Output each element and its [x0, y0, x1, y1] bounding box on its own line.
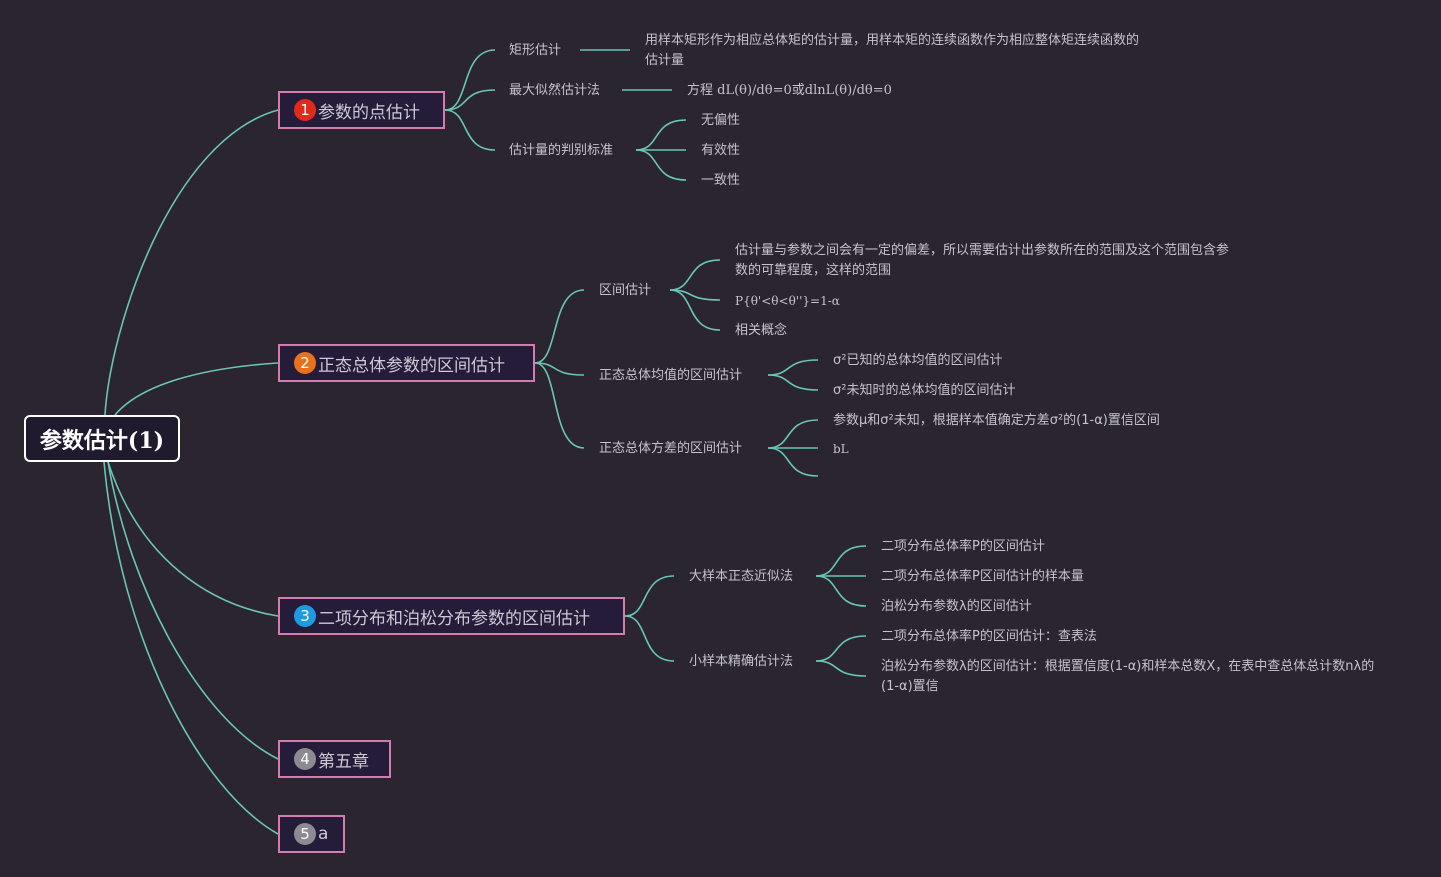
branch-label: 参数的点估计	[318, 102, 420, 123]
topic-large-sample[interactable]: 大样本正态近似法	[689, 569, 794, 584]
branch-connector	[635, 119, 687, 151]
branch-connector	[815, 660, 867, 677]
topic-interval-desc[interactable]: 估计量与参数之间会有一定的偏差，所以需要估计出参数所在的范围及这个范围包含参数的…	[735, 243, 1230, 278]
topic-poisson-table[interactable]: 泊松分布参数λ的区间估计：根据置信度(1-α)和样本总数X，在表中查总体总计数n…	[881, 659, 1375, 694]
branch-connector	[534, 362, 585, 449]
root-connector	[107, 461, 279, 760]
topic-variance-interval[interactable]: 参数μ和σ²未知，根据样本值确定方差σ²的(1-α)置信区间	[833, 413, 1160, 428]
branch-connector	[534, 362, 585, 376]
branch-connector	[534, 289, 585, 364]
topic-poisson-interval[interactable]: 泊松分布参数λ的区间估计	[881, 599, 1032, 614]
root-connector	[104, 109, 279, 416]
branch-connector	[815, 575, 867, 607]
topic-moment-estimation-desc[interactable]: 用样本矩形作为相应总体矩的估计量，用样本矩的连续函数作为相应整体矩连续函数的估计…	[645, 33, 1140, 68]
badge-3: 3	[294, 605, 316, 627]
branch-connector	[669, 289, 721, 331]
branch-connector	[624, 575, 675, 617]
badge-2: 2	[294, 352, 316, 374]
branch-label: a	[318, 824, 329, 844]
topic-mean-sigma-known[interactable]: σ²已知的总体均值的区间估计	[833, 353, 1003, 368]
topic-bl[interactable]: bL	[833, 442, 849, 456]
topic-mean-sigma-unknown[interactable]: σ²未知时的总体均值的区间估计	[833, 383, 1016, 398]
badge-5: 5	[294, 823, 316, 845]
branch-label: 正态总体参数的区间估计	[318, 355, 505, 376]
topic-small-sample[interactable]: 小样本精确估计法	[689, 654, 794, 669]
topic-efficiency[interactable]: 有效性	[701, 143, 741, 158]
badge-1: 1	[294, 99, 316, 121]
branch-label: 二项分布和泊松分布参数的区间估计	[318, 608, 590, 629]
root-topic-label: 参数估计(1)	[39, 427, 165, 454]
branch-point-estimation[interactable]: 1 参数的点估计	[278, 91, 445, 129]
branch-connector	[444, 49, 496, 111]
topic-binomial-sample-size[interactable]: 二项分布总体率P区间估计的样本量	[881, 569, 1084, 584]
branch-chapter-five[interactable]: 4 第五章	[278, 740, 391, 778]
branch-connector	[767, 447, 819, 477]
branch-label: 第五章	[318, 751, 369, 772]
root-connector	[103, 461, 279, 835]
topic-binomial-table[interactable]: 二项分布总体率P的区间估计：查表法	[881, 629, 1097, 644]
topic-normal-variance[interactable]: 正态总体方差的区间估计	[599, 441, 743, 456]
topic-interval-estimation[interactable]: 区间估计	[599, 283, 652, 298]
badge-4: 4	[294, 748, 316, 770]
topic-estimator-criteria[interactable]: 估计量的判别标准	[509, 143, 614, 158]
topic-normal-mean[interactable]: 正态总体均值的区间估计	[599, 368, 743, 383]
branch-connector	[444, 89, 496, 111]
topic-moment-estimation[interactable]: 矩形估计	[509, 43, 562, 58]
branch-binomial-poisson[interactable]: 3 二项分布和泊松分布参数的区间估计	[278, 597, 625, 635]
root-connector	[114, 362, 279, 416]
topic-consistency[interactable]: 一致性	[701, 173, 741, 188]
root-connector	[107, 461, 279, 617]
topic-interval-formula[interactable]: P{θ'<θ<θ''}=1-α	[735, 294, 840, 308]
branch-connector	[767, 359, 819, 376]
branch-normal-interval[interactable]: 2 正态总体参数的区间估计	[278, 344, 535, 382]
branch-connector	[624, 615, 675, 662]
branch-connector	[767, 419, 819, 449]
topic-mle-equation[interactable]: 方程 dL(θ)/dθ=0或dlnL(θ)/dθ=0	[687, 83, 892, 98]
topic-related-concepts[interactable]: 相关概念	[735, 323, 788, 338]
branch-connector	[815, 545, 867, 577]
branch-connector	[444, 109, 496, 151]
branch-a[interactable]: 5 a	[278, 815, 345, 853]
topic-unbiasedness[interactable]: 无偏性	[701, 113, 741, 128]
branch-connector	[815, 635, 867, 662]
topic-mle[interactable]: 最大似然估计法	[509, 83, 601, 98]
branch-connector	[669, 259, 721, 291]
root-topic[interactable]: 参数估计(1)	[24, 415, 180, 462]
branch-connector	[767, 374, 819, 391]
topic-binomial-interval[interactable]: 二项分布总体率P的区间估计	[881, 539, 1045, 554]
branch-connector	[635, 149, 687, 181]
